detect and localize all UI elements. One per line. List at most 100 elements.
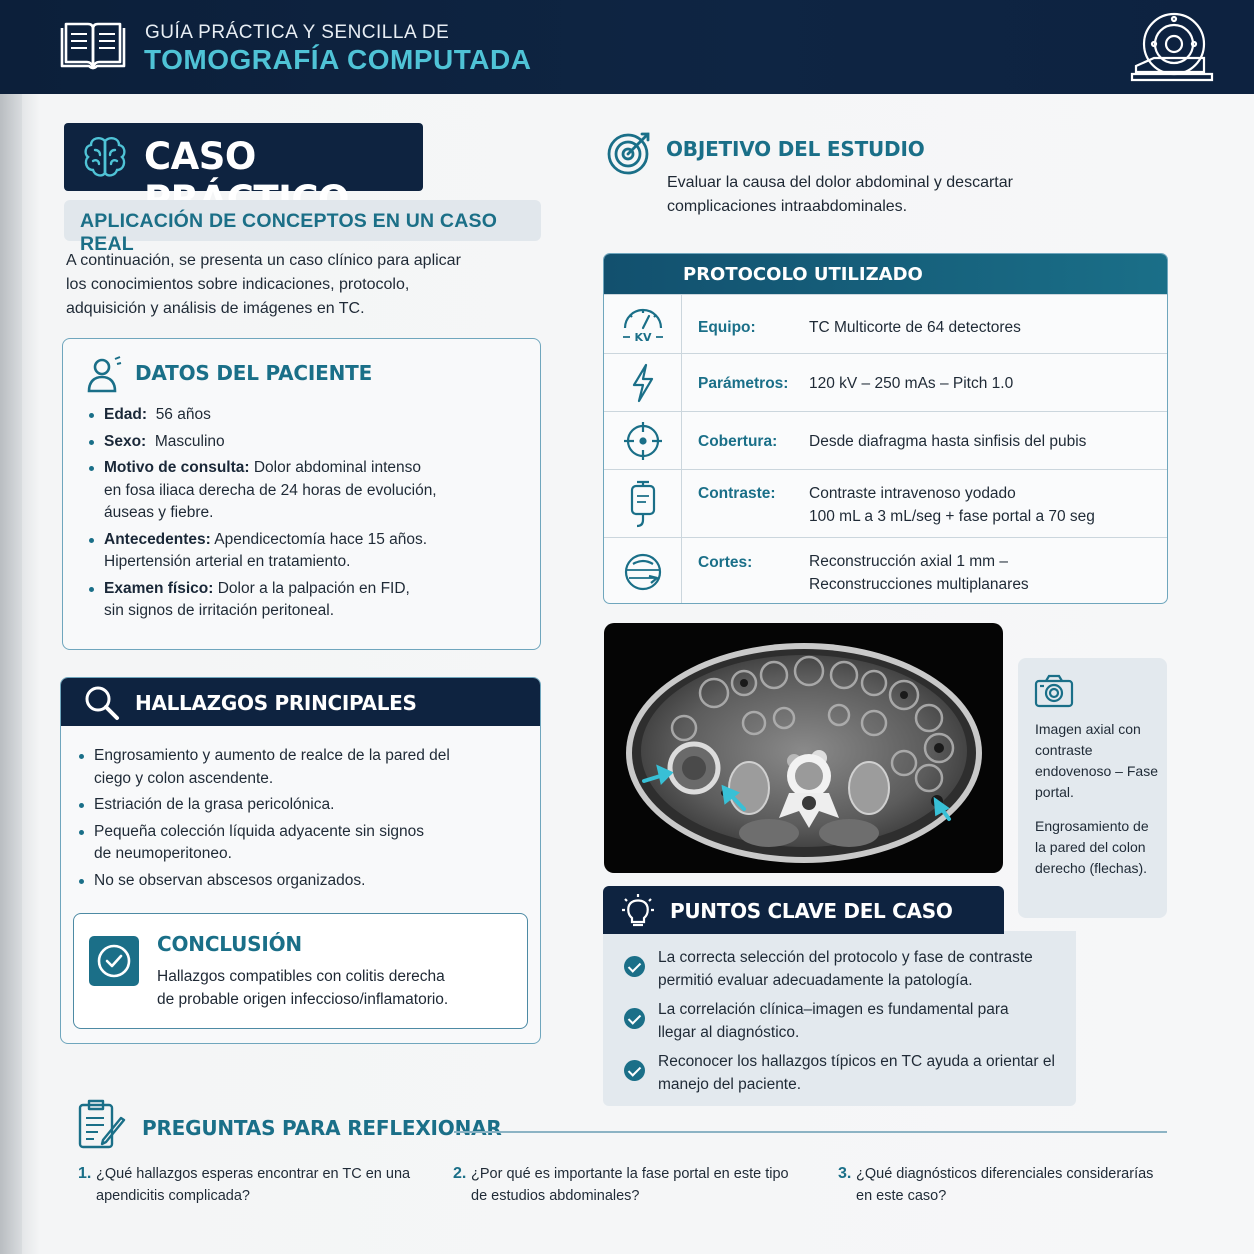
header-bar: GUÍA PRÁCTICA Y SENCILLA DE TOMOGRAFÍA C… bbox=[0, 0, 1254, 94]
protocol-value: Desde diafragma hasta sinfisis del pubis bbox=[809, 433, 1087, 450]
ct-axial-image bbox=[604, 623, 1003, 873]
sex-label: Sexo: bbox=[104, 432, 147, 450]
patient-card: DATOS DEL PACIENTE Edad: 56 años Sexo: M… bbox=[62, 338, 541, 650]
list-item: Motivo de consulta: Dolor abdominal inte… bbox=[87, 457, 527, 525]
magnifier-icon bbox=[85, 686, 119, 720]
objective-line: Evaluar la causa del dolor abdominal y d… bbox=[667, 174, 1013, 191]
case-subtitle: APLICACIÓN DE CONCEPTOS EN UN CASO REAL bbox=[80, 210, 498, 255]
list-item: Engrosamiento y aumento de realce de la … bbox=[77, 745, 527, 790]
intro-line: adquisición y análisis de imágenes en TC… bbox=[66, 300, 365, 317]
exam-label: Examen físico: bbox=[104, 579, 214, 597]
protocol-value-line: Reconstrucción axial 1 mm – bbox=[809, 553, 1008, 570]
brain-icon bbox=[84, 137, 126, 177]
findings-list: Engrosamiento y aumento de realce de la … bbox=[77, 745, 527, 896]
question-item: 2. ¿Por qué es importante la fase portal… bbox=[453, 1163, 803, 1207]
protocol-key: Cobertura: bbox=[698, 433, 778, 450]
question-text: ¿Por qué es importante la fase portal en… bbox=[471, 1166, 789, 1204]
reason-value: en fosa iliaca derecha de 24 horas de ev… bbox=[104, 481, 437, 499]
protocol-key: Parámetros: bbox=[698, 375, 789, 392]
protocol-value: Reconstrucción axial 1 mm – Reconstrucci… bbox=[809, 551, 1029, 596]
list-item: Edad: 56 años bbox=[87, 404, 527, 427]
lightning-icon-cell bbox=[604, 354, 682, 411]
patient-list: Edad: 56 años Sexo: Masculino Motivo de … bbox=[87, 404, 527, 627]
finding-text: ciego y colon ascendente. bbox=[94, 769, 274, 787]
slices-icon bbox=[624, 553, 661, 590]
reason-value: Dolor abdominal intenso bbox=[253, 459, 422, 476]
key-point-text: La correcta selección del protocolo y fa… bbox=[658, 949, 1033, 989]
clipboard-icon bbox=[78, 1099, 126, 1149]
key-point-text: La correlación clínica–imagen es fundame… bbox=[658, 1001, 1009, 1041]
crosshair-icon-cell bbox=[604, 412, 682, 469]
protocol-key: Contraste: bbox=[698, 485, 776, 502]
question-number: 3. bbox=[838, 1165, 852, 1182]
question-text: ¿Qué hallazgos esperas encontrar en TC e… bbox=[96, 1166, 411, 1204]
list-item: Examen físico: Dolor a la palpación en F… bbox=[87, 578, 527, 623]
key-point-item: La correcta selección del protocolo y fa… bbox=[624, 946, 1064, 992]
divider bbox=[454, 1131, 1167, 1133]
age-label: Edad: bbox=[104, 406, 148, 423]
intro-line: los conocimientos sobre indicaciones, pr… bbox=[66, 276, 410, 293]
protocol-value-line: Contraste intravenoso yodado bbox=[809, 485, 1016, 502]
kv-label: KV bbox=[634, 331, 652, 344]
protocol-value: 120 kV – 250 mAs – Pitch 1.0 bbox=[809, 375, 1014, 392]
history-value: Hipertensión arterial en tratamiento. bbox=[104, 553, 351, 570]
camera-icon bbox=[1034, 674, 1074, 708]
list-item: Estriación de la grasa pericolónica. bbox=[77, 794, 527, 817]
check-badge-icon bbox=[89, 936, 139, 986]
image-caption: Imagen axial con contraste endovenoso – … bbox=[1018, 658, 1167, 918]
contrast-bag-icon-cell bbox=[604, 470, 682, 537]
patient-icon bbox=[87, 356, 122, 393]
question-item: 1. ¿Qué hallazgos esperas encontrar en T… bbox=[78, 1163, 418, 1207]
check-icon bbox=[624, 1060, 645, 1081]
key-point-item: La correlación clínica–imagen es fundame… bbox=[624, 998, 1044, 1044]
question-number: 1. bbox=[78, 1165, 92, 1182]
crosshair-icon bbox=[623, 421, 662, 460]
check-icon bbox=[624, 1008, 645, 1029]
intro-line: A continuación, se presenta un caso clín… bbox=[66, 252, 461, 269]
kv-gauge-icon-cell: KV bbox=[604, 295, 682, 353]
finding-text: Engrosamiento y aumento de realce de la … bbox=[94, 747, 450, 764]
question-item: 3. ¿Qué diagnósticos diferenciales consi… bbox=[838, 1163, 1168, 1207]
protocol-value-line: 100 mL a 3 mL/seg + fase portal a 70 seg bbox=[809, 507, 1095, 525]
finding-text: Estriación de la grasa pericolónica. bbox=[94, 796, 335, 813]
ct-scanner-icon bbox=[1130, 12, 1214, 82]
protocol-value: TC Multicorte de 64 detectores bbox=[809, 319, 1021, 336]
finding-text: No se observan abscesos organizados. bbox=[94, 871, 366, 889]
age-value: 56 años bbox=[155, 406, 211, 423]
questions-title: PREGUNTAS PARA REFLEXIONAR bbox=[142, 1116, 502, 1140]
exam-value: sin signos de irritación peritoneal. bbox=[104, 602, 335, 619]
key-points-header: PUNTOS CLAVE DEL CASO bbox=[603, 886, 1004, 934]
findings-card: HALLAZGOS PRINCIPALES Engrosamiento y au… bbox=[60, 677, 541, 1044]
list-item: Sexo: Masculino bbox=[87, 431, 527, 454]
objective-title: OBJETIVO DEL ESTUDIO bbox=[666, 137, 925, 161]
table-row: Cortes: Reconstrucción axial 1 mm – Reco… bbox=[604, 537, 1167, 603]
target-icon bbox=[607, 132, 650, 175]
page-spine bbox=[0, 92, 22, 1254]
conclusion-title: CONCLUSIÓN bbox=[157, 932, 302, 956]
list-item: Pequeña colección líquida adyacente sin … bbox=[77, 821, 527, 866]
open-book-icon bbox=[60, 22, 126, 70]
slices-icon-cell bbox=[604, 538, 682, 603]
case-subtitle-box: APLICACIÓN DE CONCEPTOS EN UN CASO REAL bbox=[64, 200, 541, 255]
check-icon bbox=[624, 956, 645, 977]
objective-line: complicaciones intraabdominales. bbox=[667, 198, 908, 215]
table-row: KV Equipo: TC Multicorte de 64 detectore… bbox=[604, 294, 1167, 353]
key-point-item: Reconocer los hallazgos típicos en TC ay… bbox=[624, 1050, 1064, 1096]
list-item: Antecedentes: Apendicectomía hace 15 año… bbox=[87, 529, 527, 574]
key-points-title: PUNTOS CLAVE DEL CASO bbox=[670, 899, 953, 923]
protocol-key: Equipo: bbox=[698, 319, 756, 336]
caption-text: Engrosamiento de la pared del colon dere… bbox=[1035, 818, 1149, 876]
caption-text: Imagen axial con contraste endovenoso – … bbox=[1035, 721, 1158, 800]
table-row: Contraste: Contraste intravenoso yodado … bbox=[604, 469, 1167, 537]
history-value: Apendicectomía hace 15 años. bbox=[214, 530, 428, 548]
protocol-header: PROTOCOLO UTILIZADO bbox=[604, 254, 1167, 294]
conclusion-line: de probable origen infeccioso/inflamator… bbox=[157, 991, 449, 1008]
reason-value: áuseas y fiebre. bbox=[104, 504, 214, 521]
lightning-icon bbox=[632, 363, 653, 402]
table-row: Cobertura: Desde diafragma hasta sinfisi… bbox=[604, 411, 1167, 469]
conclusion-line: Hallazgos compatibles con colitis derech… bbox=[157, 968, 445, 985]
conclusion-text: Hallazgos compatibles con colitis derech… bbox=[157, 965, 448, 1011]
findings-title: HALLAZGOS PRINCIPALES bbox=[135, 691, 417, 715]
protocol-key: Cortes: bbox=[698, 554, 753, 571]
patient-title: DATOS DEL PACIENTE bbox=[135, 361, 373, 385]
